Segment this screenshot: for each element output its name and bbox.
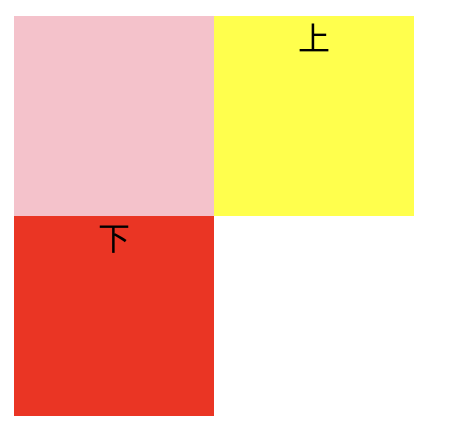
yellow-box-label: 上: [297, 20, 330, 58]
red-box: 下: [14, 216, 214, 416]
pink-box: [14, 16, 214, 216]
red-box-label: 下: [97, 220, 130, 258]
yellow-box: 上: [214, 16, 414, 216]
